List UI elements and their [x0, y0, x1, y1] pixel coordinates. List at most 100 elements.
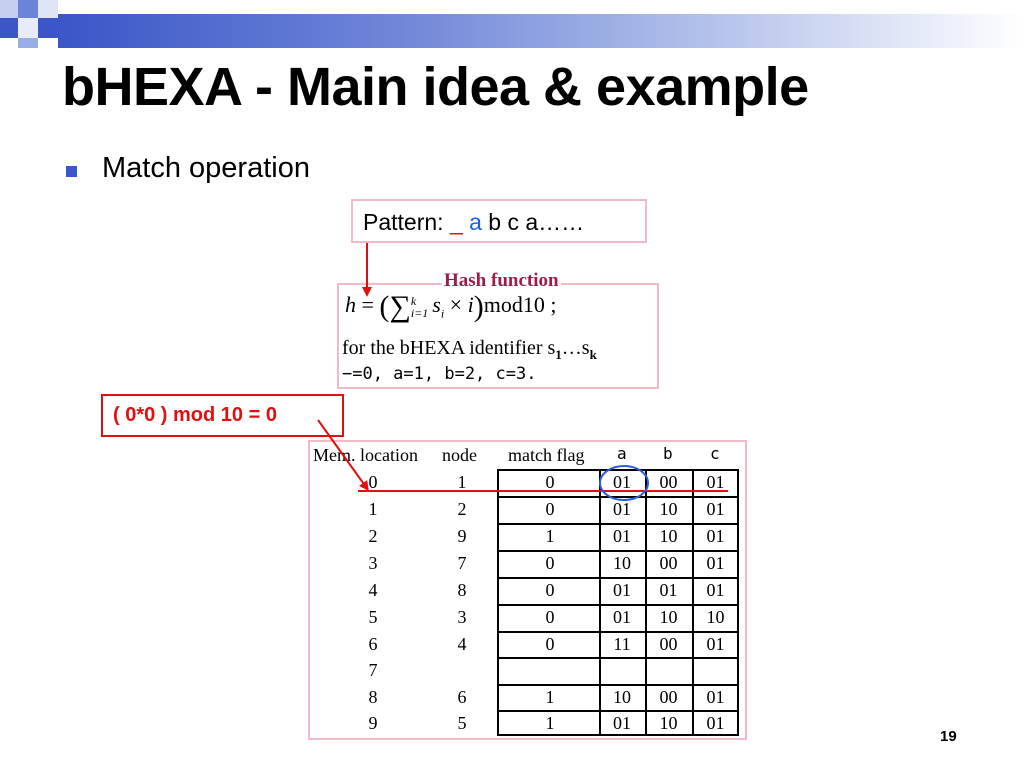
slide-title: bHEXA - Main idea & example — [62, 57, 809, 117]
identifier-sub-1: 1 — [555, 347, 562, 362]
table-cell-flag: 0 — [545, 607, 555, 627]
table-cell-node: 9 — [457, 526, 467, 546]
formula-right-paren: ) — [473, 290, 484, 323]
formula-times: × — [449, 292, 463, 318]
table-cell-a: 01 — [613, 713, 631, 733]
table-cell-a: 01 — [613, 580, 631, 600]
bullet-square-icon — [66, 166, 77, 177]
table-row-divider — [497, 604, 739, 606]
table-cell-loc: 2 — [368, 526, 378, 546]
table-cell-loc: 0 — [368, 472, 378, 492]
header-mem-location: Mem. location — [313, 445, 418, 465]
table-cell-node: 2 — [457, 499, 467, 519]
table-cell-flag: 1 — [545, 687, 555, 707]
header-a: a — [617, 444, 627, 463]
identifier-prefix: for the bHEXA identifier s — [342, 337, 556, 359]
table-cell-flag: 0 — [545, 634, 555, 654]
table-cell-loc: 5 — [368, 607, 378, 627]
table-cell-b: 00 — [659, 687, 678, 707]
identifier-mid: …s — [561, 337, 590, 359]
pattern-label: Pattern: — [363, 209, 450, 235]
table-row-divider — [497, 577, 739, 579]
formula-equals: = — [361, 292, 374, 318]
table-cell-b: 00 — [659, 553, 678, 573]
pattern-text: Pattern: _ a b c a…… — [363, 209, 584, 236]
table-cell-node: 1 — [457, 472, 467, 492]
table-cell-a: 11 — [613, 634, 631, 654]
formula-i: i — [467, 292, 474, 318]
table-cell-b: 10 — [659, 607, 678, 627]
header-node: node — [442, 445, 477, 465]
table-cell-b: 00 — [659, 634, 678, 654]
header-decoration — [0, 0, 1024, 48]
table-column-divider — [645, 469, 647, 736]
decor-square — [38, 0, 58, 18]
formula-lower-limit: i=1 — [410, 306, 429, 320]
calculation-text: ( 0*0 ) mod 10 = 0 — [113, 404, 277, 426]
table-cell-b: 00 — [659, 472, 678, 492]
decor-square — [18, 0, 38, 18]
table-cell-a: 01 — [613, 499, 631, 519]
identifier-sub-k: k — [589, 347, 597, 362]
formula-mod: mod10 — [483, 292, 545, 318]
table-cell-node: 8 — [457, 580, 467, 600]
table-cell-loc: 7 — [368, 660, 378, 680]
table-cell-flag: 0 — [545, 580, 555, 600]
formula-sigma: ∑ — [389, 290, 411, 323]
table-cell-c: 01 — [706, 687, 725, 707]
decor-square — [0, 0, 18, 18]
hash-function-title: Hash function — [442, 270, 561, 292]
table-row-divider — [497, 469, 739, 471]
table-column-divider — [737, 469, 739, 736]
formula-term-sub: i — [440, 306, 445, 321]
table-row-divider — [497, 550, 739, 552]
header-c: c — [710, 444, 720, 463]
table-column-divider — [599, 469, 601, 736]
table-cell-loc: 6 — [368, 634, 378, 654]
formula-left-paren: ( — [379, 290, 390, 323]
table-cell-a: 01 — [613, 472, 631, 492]
table-cell-b: 10 — [659, 526, 678, 546]
table-cell-b: 01 — [659, 580, 678, 600]
hash-identifier-line: for the bHEXA identifier s1…sk — [342, 337, 597, 363]
table-cell-loc: 9 — [368, 713, 378, 733]
pattern-highlight-a: a — [469, 209, 482, 235]
table-row-divider — [497, 496, 739, 498]
table-cell-loc: 8 — [368, 687, 378, 707]
table-row-divider — [497, 523, 739, 525]
table-row-divider — [497, 734, 739, 736]
calculation-box: ( 0*0 ) mod 10 = 0 — [101, 394, 344, 437]
table-cell-c: 01 — [706, 499, 725, 519]
table-cell-flag: 0 — [545, 472, 555, 492]
hash-values-line: −=0, a=1, b=2, c=3. — [342, 364, 537, 384]
table-cell-flag: 1 — [545, 713, 555, 733]
decor-square — [18, 18, 38, 38]
header-b: b — [663, 444, 673, 463]
header-gradient-bar — [58, 14, 1024, 48]
table-cell-c: 01 — [706, 634, 725, 654]
table-cell-c: 01 — [706, 713, 725, 733]
table-cell-a: 01 — [613, 526, 631, 546]
table-cell-c: 01 — [706, 580, 725, 600]
table-cell-flag: 0 — [545, 553, 555, 573]
table-cell-c: 10 — [706, 607, 725, 627]
table-column-divider — [692, 469, 694, 736]
table-cell-flag: 0 — [545, 499, 555, 519]
bullet-text: Match operation — [102, 152, 310, 184]
formula-h: h — [345, 292, 356, 318]
table-cell-node: 4 — [457, 634, 467, 654]
table-cell-c: 01 — [706, 472, 725, 492]
formula-semicolon: ; — [544, 292, 557, 318]
pattern-rest: b c a…… — [481, 209, 585, 235]
table-cell-loc: 4 — [368, 580, 378, 600]
table-cell-a: 10 — [613, 687, 631, 707]
table-row-divider — [497, 710, 739, 712]
table-column-divider — [497, 469, 499, 736]
table-cell-flag: 1 — [545, 526, 555, 546]
pattern-blank: _ — [449, 209, 463, 235]
table-cell-b: 10 — [659, 499, 678, 519]
table-cell-c: 01 — [706, 526, 725, 546]
table-cell-loc: 1 — [368, 499, 378, 519]
